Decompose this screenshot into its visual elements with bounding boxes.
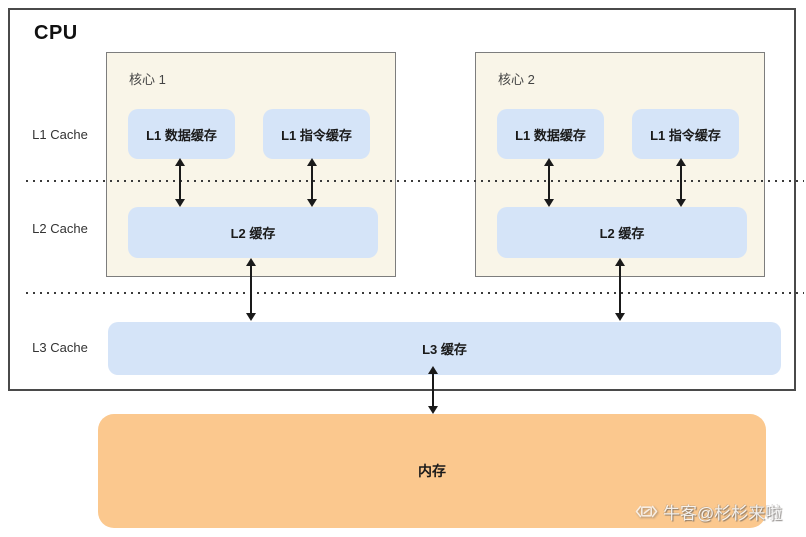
core-1-l1-data-cache: L1 数据缓存 xyxy=(128,109,235,159)
core-1-l2-cache: L2 缓存 xyxy=(128,207,378,258)
core-2-box: 核心 2 L1 数据缓存 L1 指令缓存 L2 缓存 xyxy=(475,52,765,277)
dotted-divider-l2-l3 xyxy=(26,292,804,294)
core-2-l1-instruction-cache: L1 指令缓存 xyxy=(632,109,739,159)
core-1-l1-instruction-cache: L1 指令缓存 xyxy=(263,109,370,159)
dotted-divider-l1-l2 xyxy=(26,180,804,182)
arrow-core1-l1data-l2 xyxy=(175,158,185,207)
row-label-l2-cache: L2 Cache xyxy=(32,221,88,236)
cpu-title: CPU xyxy=(34,22,78,44)
core-2-l2-cache: L2 缓存 xyxy=(497,207,747,258)
nowcoder-logo-icon xyxy=(635,503,658,520)
cpu-container-box: CPU L1 Cache L2 Cache L3 Cache 核心 1 L1 数… xyxy=(8,8,804,391)
watermark-text: 牛客@杉杉来啦 xyxy=(663,504,783,523)
core-2-l1-data-cache: L1 数据缓存 xyxy=(497,109,604,159)
watermark: 牛客@杉杉来啦 xyxy=(635,499,782,524)
core-1-title: 核心 1 xyxy=(129,72,166,87)
row-label-l1-cache: L1 Cache xyxy=(32,127,88,142)
arrow-core2-l2-l3 xyxy=(615,258,625,321)
arrow-core2-l1inst-l2 xyxy=(676,158,686,207)
arrow-core2-l1data-l2 xyxy=(544,158,554,207)
arrow-core1-l1inst-l2 xyxy=(307,158,317,207)
arrow-core1-l2-l3 xyxy=(246,258,256,321)
core-1-box: 核心 1 L1 数据缓存 L1 指令缓存 L2 缓存 xyxy=(106,52,396,277)
row-label-l3-cache: L3 Cache xyxy=(32,340,88,355)
arrow-l3-memory xyxy=(428,366,438,414)
l3-cache-box: L3 缓存 xyxy=(108,322,781,375)
core-2-title: 核心 2 xyxy=(498,72,535,87)
